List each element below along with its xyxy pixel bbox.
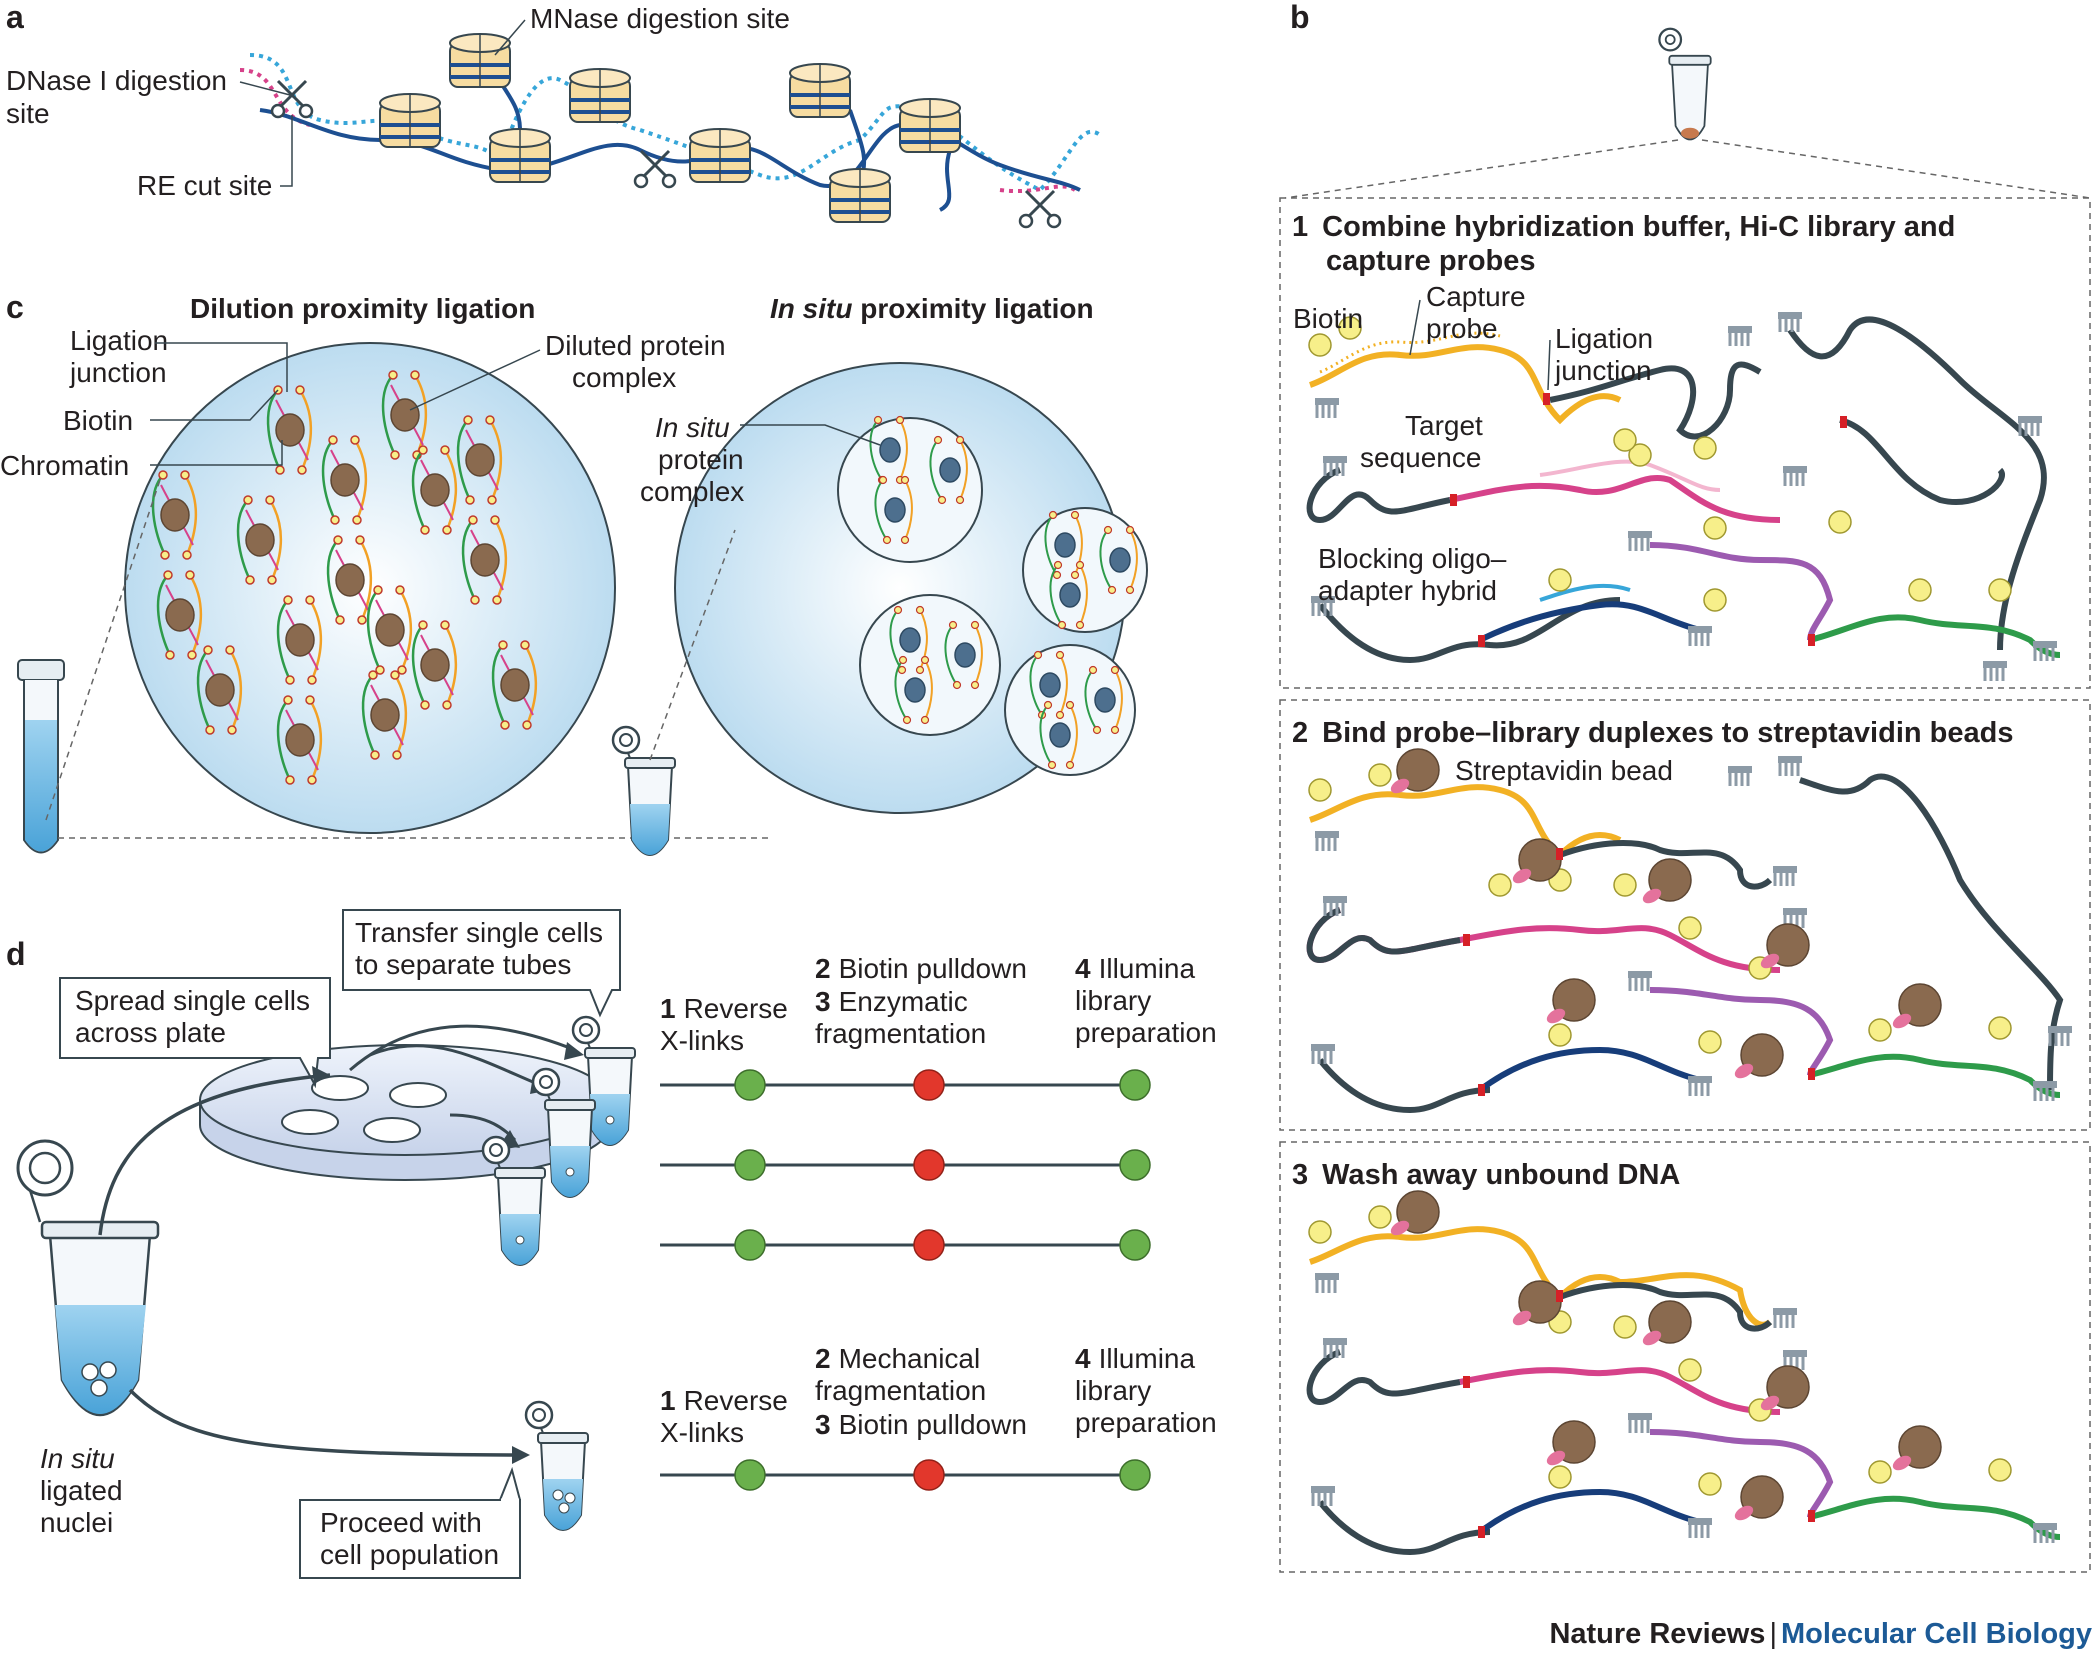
workflow-line-3	[660, 1229, 1151, 1261]
panel-letter-c: c	[6, 289, 24, 325]
label-chromatin: Chromatin	[0, 450, 129, 481]
panel-c: c Dilution proximity ligation In situ pr…	[0, 289, 1148, 857]
workflow-line-1	[660, 1069, 1151, 1101]
journal-name: Nature Reviews	[1549, 1618, 1766, 1650]
panel-b-tube-icon	[1658, 27, 1712, 141]
label-mnase: MNase digestion site	[530, 3, 790, 34]
workflow-line-4	[660, 1459, 1151, 1491]
step1-box	[1279, 197, 2091, 689]
nuclei-tube	[16, 1139, 160, 1417]
journal-title: Molecular Cell Biology	[1781, 1618, 2092, 1650]
dilution-title: Dilution proximity ligation	[190, 293, 535, 324]
panel-letter-a: a	[6, 0, 24, 35]
label-blocking-oligo: Blocking oligo–adapter hybrid	[1318, 543, 1507, 606]
label-re-cut: RE cut site	[137, 170, 272, 201]
panel-letter-d: d	[6, 936, 26, 972]
journal-footer: Nature Reviews|Molecular Cell Biology	[1549, 1618, 2092, 1651]
label-streptavidin-bead: Streptavidin bead	[1455, 755, 1673, 786]
label-biotin-c: Biotin	[63, 405, 133, 436]
label-biotin-b: Biotin	[1293, 303, 1363, 334]
insitu-title: In situ proximity ligation	[770, 293, 1094, 324]
panel-letter-b: b	[1290, 0, 1310, 35]
step3-box	[1279, 1141, 2091, 1573]
test-tube-icon	[17, 659, 65, 854]
step2-box	[1279, 699, 2091, 1131]
footer-separator: |	[1769, 1618, 1777, 1650]
workflow-line-2	[660, 1149, 1151, 1181]
